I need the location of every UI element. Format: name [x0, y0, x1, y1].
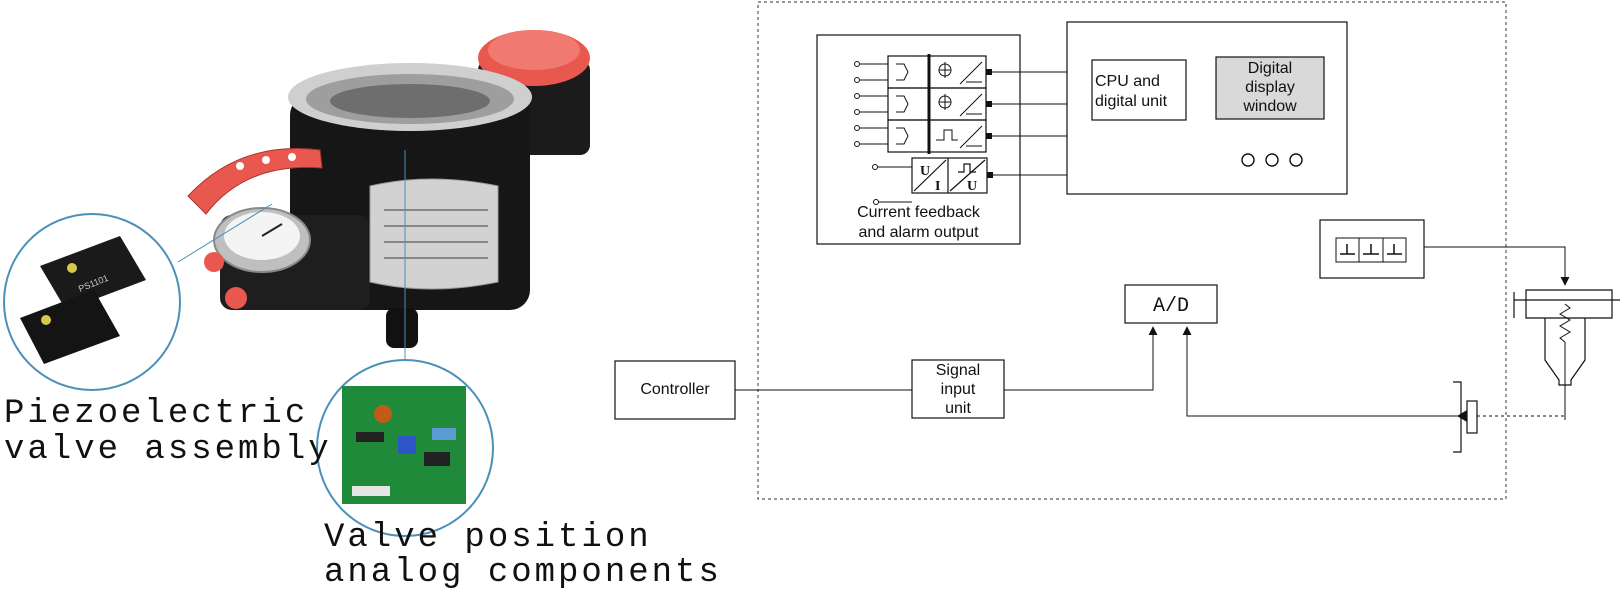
piezo-leader-line: [177, 203, 273, 263]
air-port-lower: [225, 287, 247, 309]
positioner-boundary: [757, 1, 1507, 500]
piezo-to-actuator-arrow: [1424, 246, 1570, 286]
position-feedback-arrow: [1182, 326, 1467, 417]
feedback-label-line1: Current feedback: [857, 204, 980, 221]
controller-label: Controller: [640, 381, 710, 398]
display-window-label-line2: display: [1245, 79, 1295, 96]
nameplate: [369, 178, 499, 290]
pressure-gauge: [213, 207, 311, 273]
signal-input-label-line1: Signal: [935, 362, 981, 379]
feedback-lever: [187, 147, 323, 215]
valve-position-pcb-inset: [316, 359, 494, 537]
ad-label: A/D: [1153, 295, 1189, 318]
display-window-label: Digital display window: [1216, 59, 1324, 116]
module-bus-lines: [992, 71, 1067, 176]
piezo-caption-line2: valve assembly: [4, 431, 332, 469]
display-window-label-line1: Digital: [1247, 60, 1293, 77]
i-label: I: [935, 179, 940, 194]
cpu-display-housing: [1066, 21, 1348, 195]
position-potentiometer: [1453, 381, 1478, 453]
feedback-label-line2: and alarm output: [858, 224, 979, 241]
cpu-unit-box: [1091, 59, 1187, 121]
cpu-unit-label: CPU and digital unit: [1092, 72, 1189, 112]
cpu-unit-label-line1: CPU and: [1095, 73, 1160, 90]
display-window-box: [1215, 56, 1325, 120]
display-window-label-line3: window: [1243, 98, 1297, 115]
valve-position-caption-line2: analog components: [324, 554, 722, 592]
valve-position-caption-line1: Valve position: [324, 519, 652, 557]
pneumatic-actuator: [1513, 289, 1620, 420]
piezo-valve-module: [1319, 219, 1425, 279]
signal-input-label-line2: input: [940, 381, 976, 398]
indicator-leds: [1241, 153, 1303, 167]
signal-input-box: [911, 359, 1005, 419]
ad-converter-box: [1124, 284, 1218, 324]
positioner-photo: PS1101: [3, 30, 590, 537]
signal-to-ad-arrow: [1004, 326, 1158, 391]
air-port-upper: [204, 252, 224, 272]
piezo-valve-inset: PS1101: [3, 213, 181, 391]
signal-input-label-line3: unit: [945, 400, 971, 417]
feedback-module: U I U: [816, 34, 1021, 245]
u-label-input: U: [920, 164, 930, 179]
signal-input-label: Signal input unit: [912, 361, 1004, 418]
feedback-module-label: Current feedback and alarm output: [817, 203, 1020, 243]
cpu-unit-label-line2: digital unit: [1095, 93, 1168, 110]
u-label-output: U: [967, 179, 977, 194]
piezo-caption-line1: Piezoelectric: [4, 395, 309, 433]
